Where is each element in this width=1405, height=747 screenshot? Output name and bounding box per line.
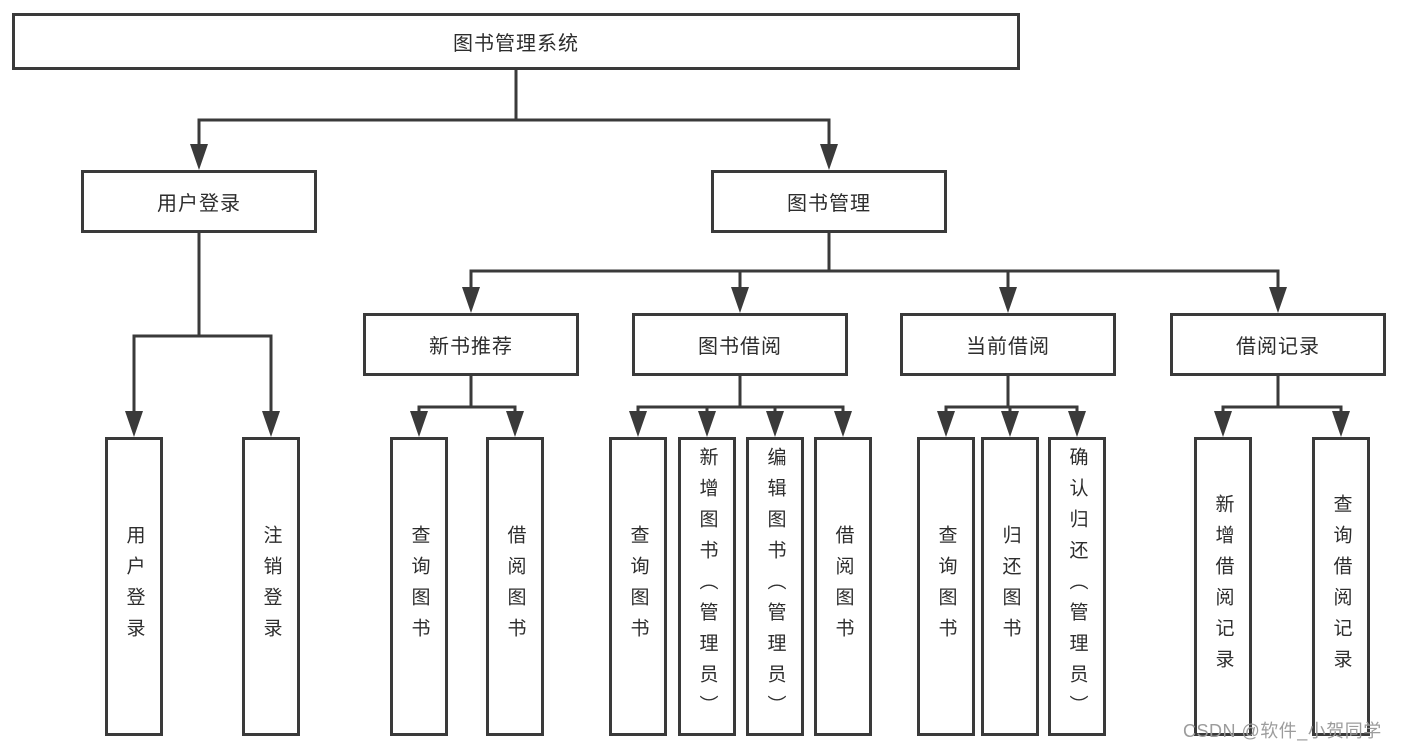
node-label: 新增借阅记录 — [1212, 493, 1234, 680]
node-label: 用户登录 — [123, 524, 145, 649]
node-query-borrow-record: 查询借阅记录 — [1312, 437, 1370, 736]
node-logout: 注销登录 — [242, 437, 300, 736]
node-book-borrowing: 图书借阅 — [632, 313, 848, 376]
node-confirm-return-admin: 确认归还（管理员） — [1048, 437, 1106, 736]
csdn-watermark: CSDN @软件_小贺同学 — [1183, 721, 1382, 741]
node-label: 编辑图书（管理员） — [764, 447, 786, 726]
node-label: 图书借阅 — [698, 336, 782, 358]
node-borrow-book: 借阅图书 — [814, 437, 872, 736]
node-label: 查询借阅记录 — [1330, 493, 1352, 680]
node-borrowing-records: 借阅记录 — [1170, 313, 1386, 376]
node-user-login-leaf: 用户登录 — [105, 437, 163, 736]
node-label: 查询图书 — [627, 524, 649, 649]
node-label: 查询图书 — [935, 524, 957, 649]
node-label: 借阅图书 — [504, 524, 526, 649]
node-label: 用户登录 — [157, 193, 241, 215]
node-library-system: 图书管理系统 — [12, 13, 1020, 70]
node-label: 新书推荐 — [429, 336, 513, 358]
node-label: 注销登录 — [260, 524, 282, 649]
node-query-books-recommend: 查询图书 — [390, 437, 448, 736]
node-label: 当前借阅 — [966, 336, 1050, 358]
node-add-borrow-record: 新增借阅记录 — [1194, 437, 1252, 736]
node-label: 图书管理系统 — [453, 33, 579, 55]
node-label: 查询图书 — [408, 524, 430, 649]
node-user-login: 用户登录 — [81, 170, 317, 233]
node-return-book: 归还图书 — [981, 437, 1039, 736]
node-current-borrowing: 当前借阅 — [900, 313, 1116, 376]
node-label: 借阅记录 — [1236, 336, 1320, 358]
node-book-management: 图书管理 — [711, 170, 947, 233]
node-add-book-admin: 新增图书（管理员） — [678, 437, 736, 736]
node-label: 图书管理 — [787, 193, 871, 215]
node-edit-book-admin: 编辑图书（管理员） — [746, 437, 804, 736]
node-label: 借阅图书 — [832, 524, 854, 649]
node-borrow-books-recommend: 借阅图书 — [486, 437, 544, 736]
node-label: 归还图书 — [999, 524, 1021, 649]
node-query-books-borrow: 查询图书 — [609, 437, 667, 736]
arrowheads — [125, 144, 1350, 437]
node-label: 新增图书（管理员） — [696, 447, 718, 726]
node-new-book-recommend: 新书推荐 — [363, 313, 579, 376]
node-query-books-current: 查询图书 — [917, 437, 975, 736]
node-label: 确认归还（管理员） — [1066, 447, 1088, 726]
